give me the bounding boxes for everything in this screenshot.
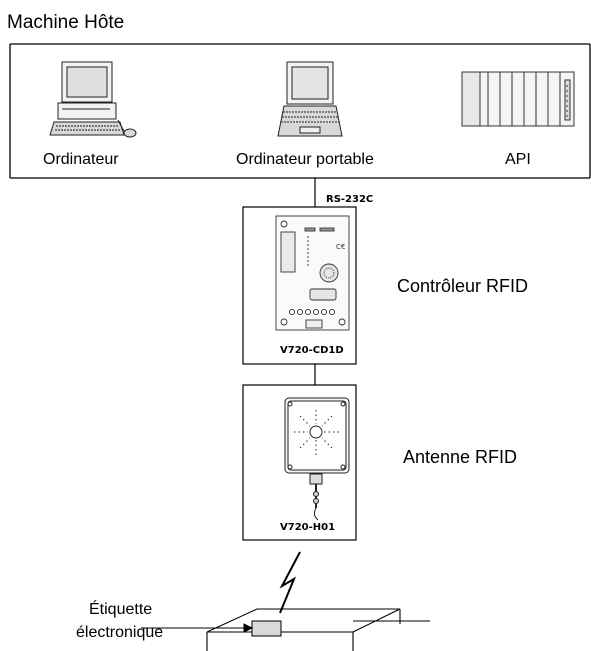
host-machine-frame (9, 43, 591, 179)
tag-label-line1: Étiquette (89, 601, 153, 618)
plc-label: API (505, 151, 531, 168)
antenna-label: Antenne RFID (403, 447, 518, 467)
controller-label: Contrôleur RFID (397, 276, 529, 296)
desktop-computer-icon (49, 61, 137, 138)
rs232c-label: RS-232C (326, 194, 374, 205)
laptop-icon (277, 61, 343, 137)
laptop-label: Ordinateur portable (236, 151, 374, 168)
desktop-label: Ordinateur (43, 151, 119, 168)
controller-model-label: V720-CD1D (280, 345, 344, 356)
tag-carrier-box (206, 608, 430, 651)
tag-pointer-arrow (141, 623, 254, 633)
host-machine-title: Machine Hôte (7, 12, 125, 33)
svg-text:C€: C€ (336, 243, 345, 251)
electronic-tag-icon (251, 620, 282, 637)
plc-icon (461, 71, 575, 127)
wireless-signal-icon (279, 551, 301, 614)
antenna-device-icon (284, 397, 350, 521)
controller-device-icon: C€ (275, 215, 350, 331)
antenna-model-label: V720-H01 (280, 522, 336, 533)
tag-label-line2: électronique (76, 624, 164, 641)
